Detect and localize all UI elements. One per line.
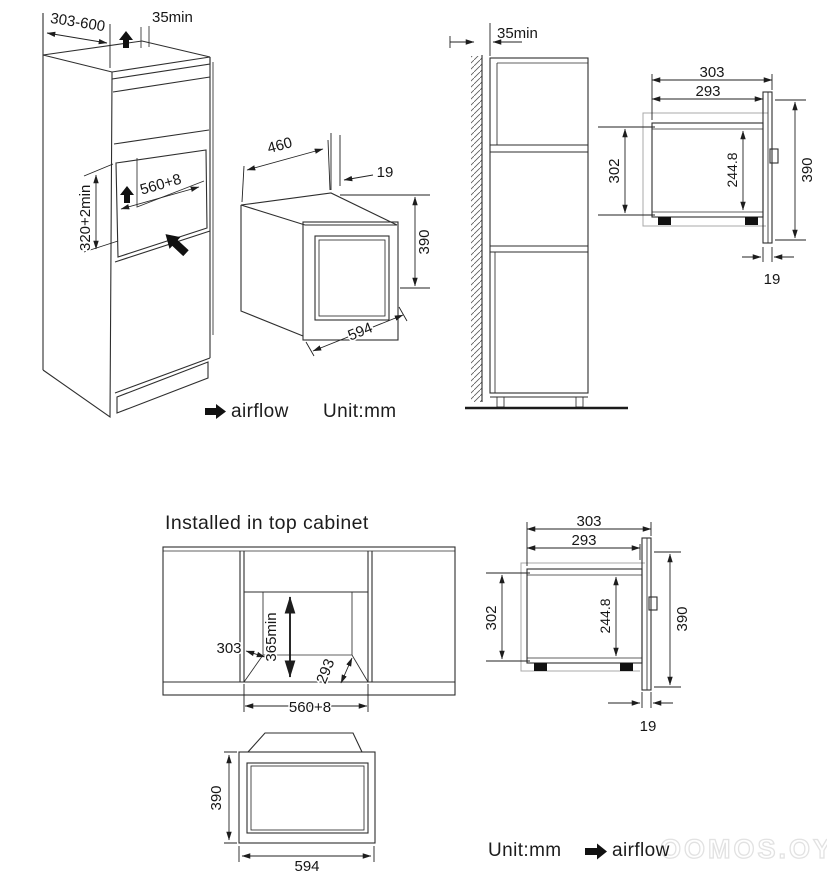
top-cabinet-front-view-figure: 303 365min 293 560+8 <box>162 546 456 718</box>
legend-top: airflow Unit:mm <box>205 401 397 422</box>
dim-body-height-top: 302 <box>606 158 623 183</box>
dim-cabinet-depth-range: 303-600 <box>49 10 106 35</box>
dim-front-width: 594 <box>294 858 319 875</box>
tall-cabinet-isometric-figure: 303-600 35min 320+2min 560+8 <box>42 8 214 419</box>
legend-unit-label-bottom: Unit:mm <box>488 840 562 861</box>
dim-front-height-bottom: 390 <box>674 606 691 631</box>
dim-depth-body-bottom: 293 <box>571 532 596 549</box>
legend-airflow-label-bottom: airflow <box>612 840 670 861</box>
section-title: Installed in top cabinet <box>165 512 369 534</box>
dim-front-height-top: 390 <box>799 157 816 182</box>
dim-microwave-body-width: 460 <box>266 134 295 157</box>
dim-front-frame-thickness-top: 19 <box>764 271 781 288</box>
dim-rear-height-bottom: 244.8 <box>597 598 613 633</box>
legend-unit-label: Unit:mm <box>323 401 397 422</box>
airflow-arrow-icon-bottom <box>585 843 607 860</box>
dim-niche-height: 320+2min <box>77 185 94 251</box>
microwave-front-view-figure: 390 594 <box>207 732 376 877</box>
dim-microwave-front-width: 594 <box>346 319 376 344</box>
dim-front-frame-thickness-bottom: 19 <box>640 718 657 735</box>
cross-section-top-figure: 303 293 302 244.8 390 19 <box>598 63 818 290</box>
dim-front-height: 390 <box>208 785 225 810</box>
dim-depth-overall-bottom: 303 <box>576 513 601 530</box>
top-vent-airflow-arrow-icon <box>119 31 133 48</box>
dim-side-depth: 303 <box>216 640 241 657</box>
dim-microwave-height: 390 <box>416 229 433 254</box>
dim-top-vent-clearance: 35min <box>152 9 193 26</box>
airflow-arrow-icon <box>205 404 226 419</box>
dim-niche-width-front: 560+8 <box>289 699 331 716</box>
niche-airflow-arrow-icon <box>165 234 189 257</box>
dim-body-height-bottom: 302 <box>483 605 500 630</box>
dim-rear-clearance: 35min <box>497 25 538 42</box>
dim-niche-min-height: 365min <box>263 612 280 661</box>
dim-rear-height-top: 244.8 <box>724 152 740 187</box>
wall-hatching <box>471 56 482 402</box>
wall-side-view-figure: 35min <box>449 23 628 410</box>
dim-depth-overall-top: 303 <box>699 64 724 81</box>
legend-airflow-label: airflow <box>231 401 289 422</box>
cross-section-bottom-figure: 303 293 302 244.8 390 19 <box>482 512 693 737</box>
dim-microwave-frame-overhang: 19 <box>377 164 394 181</box>
microwave-isometric-figure: 460 19 390 594 <box>240 133 435 357</box>
dim-niche-width: 560+8 <box>138 171 183 199</box>
watermark-text: OOMOS.OY <box>660 834 827 864</box>
niche-vent-airflow-arrow-icon <box>120 186 134 203</box>
legend-bottom: OOMOS.OY Unit:mm airflow <box>488 833 827 864</box>
dim-depth-body-top: 293 <box>695 83 720 100</box>
